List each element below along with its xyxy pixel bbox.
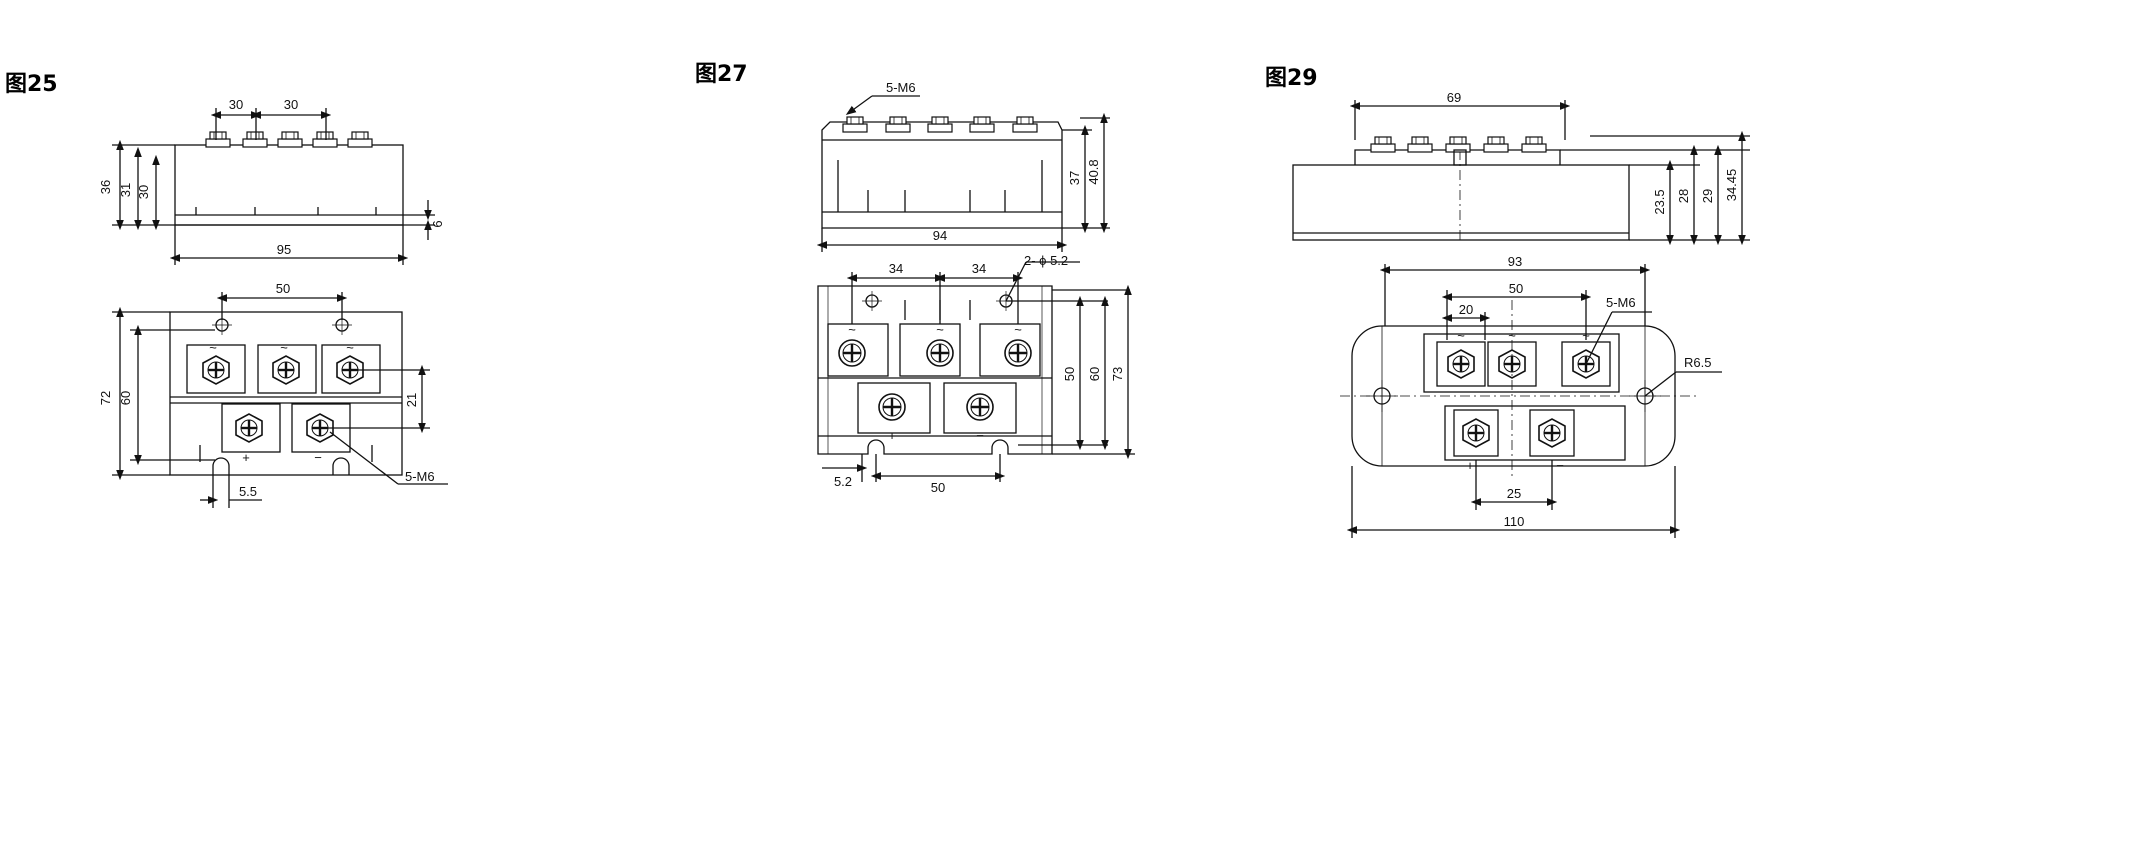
fig29-dim-20: 20 xyxy=(1459,302,1473,317)
fig27-mark-plus: + xyxy=(888,428,896,443)
fig29-dim-50: 50 xyxy=(1509,281,1523,296)
fig25-dim-30a: 30 xyxy=(229,97,243,112)
fig27-hole-label: 2- ϕ 5.2 xyxy=(1024,253,1068,268)
fig29-mark-t1: ~ xyxy=(1457,328,1465,343)
fig27-dim-50: 50 xyxy=(931,480,945,495)
fig29-title: 图29 xyxy=(1265,66,1318,91)
fig29-top-view xyxy=(1340,264,1722,538)
fig27-dim-73: 73 xyxy=(1110,367,1125,381)
fig27-dim-50-vertical: 50 xyxy=(1062,367,1077,381)
fig27-side-screw-label: 5-M6 xyxy=(886,80,916,95)
fig29-dim-69: 69 xyxy=(1447,90,1461,105)
fig27-dim-60: 60 xyxy=(1087,367,1102,381)
fig27-mark-t1: ~ xyxy=(848,322,856,337)
fig29-mark-minus: − xyxy=(1556,458,1564,473)
fig29-side-view xyxy=(1292,100,1750,246)
fig29-dim-23-5: 23.5 xyxy=(1652,189,1667,214)
fig29-dim-25: 25 xyxy=(1507,486,1521,501)
fig27-mark-minus: − xyxy=(976,428,984,443)
fig29-dim-28: 28 xyxy=(1676,189,1691,203)
fig25-dim-31: 31 xyxy=(118,183,133,197)
fig27-dim-34b: 34 xyxy=(972,261,986,276)
fig25-mark-t3: ~ xyxy=(346,340,354,355)
fig29-dim-29: 29 xyxy=(1700,189,1715,203)
fig25-dim-50: 50 xyxy=(276,281,290,296)
fig25-mark-minus: − xyxy=(314,450,322,465)
fig25-dim-72: 72 xyxy=(98,391,113,405)
fig27-dim-40-8: 40.8 xyxy=(1086,159,1101,184)
fig27-mark-t3: ~ xyxy=(1014,322,1022,337)
fig25-top-view xyxy=(112,292,448,508)
fig25-dim-5-5: 5.5 xyxy=(239,484,257,499)
fig27-top-view xyxy=(817,261,1135,482)
fig29-mark-t3: ~ xyxy=(1582,328,1590,343)
fig25-screw-label: 5-M6 xyxy=(405,469,435,484)
fig25-dim-60: 60 xyxy=(118,391,133,405)
fig25-dim-30: 30 xyxy=(136,185,151,199)
fig25-dim-36: 36 xyxy=(98,180,113,194)
fig25-mark-t1: ~ xyxy=(209,340,217,355)
fig25-mark-plus: + xyxy=(242,450,250,465)
fig29-mark-plus: + xyxy=(1466,458,1474,473)
fig27-mark-t2: ~ xyxy=(936,322,944,337)
fig29-dim-34-45: 34.45 xyxy=(1724,169,1739,202)
fig25-dim-30b: 30 xyxy=(284,97,298,112)
fig27-title: 图27 xyxy=(695,62,748,87)
fig25-title: 图25 xyxy=(5,72,58,97)
fig27-dim-94: 94 xyxy=(933,228,947,243)
fig29-screw-label: 5-M6 xyxy=(1606,295,1636,310)
fig27-dim-5-2: 5.2 xyxy=(834,474,852,489)
fig25-dim-95: 95 xyxy=(277,242,291,257)
fig25-dim-21: 21 xyxy=(404,393,419,407)
fig29-mark-t2: ~ xyxy=(1508,328,1516,343)
fig27-dim-34a: 34 xyxy=(889,261,903,276)
fig25-dim-6: 6 xyxy=(430,220,445,227)
fig25-mark-t2: ~ xyxy=(280,340,288,355)
fig25-side-view xyxy=(112,108,435,265)
fig29-radius-label: R6.5 xyxy=(1684,355,1711,370)
fig27-dim-37: 37 xyxy=(1067,171,1082,185)
fig29-dim-93: 93 xyxy=(1508,254,1522,269)
fig29-dim-110: 110 xyxy=(1504,514,1525,529)
fig27-side-view xyxy=(816,95,1110,252)
